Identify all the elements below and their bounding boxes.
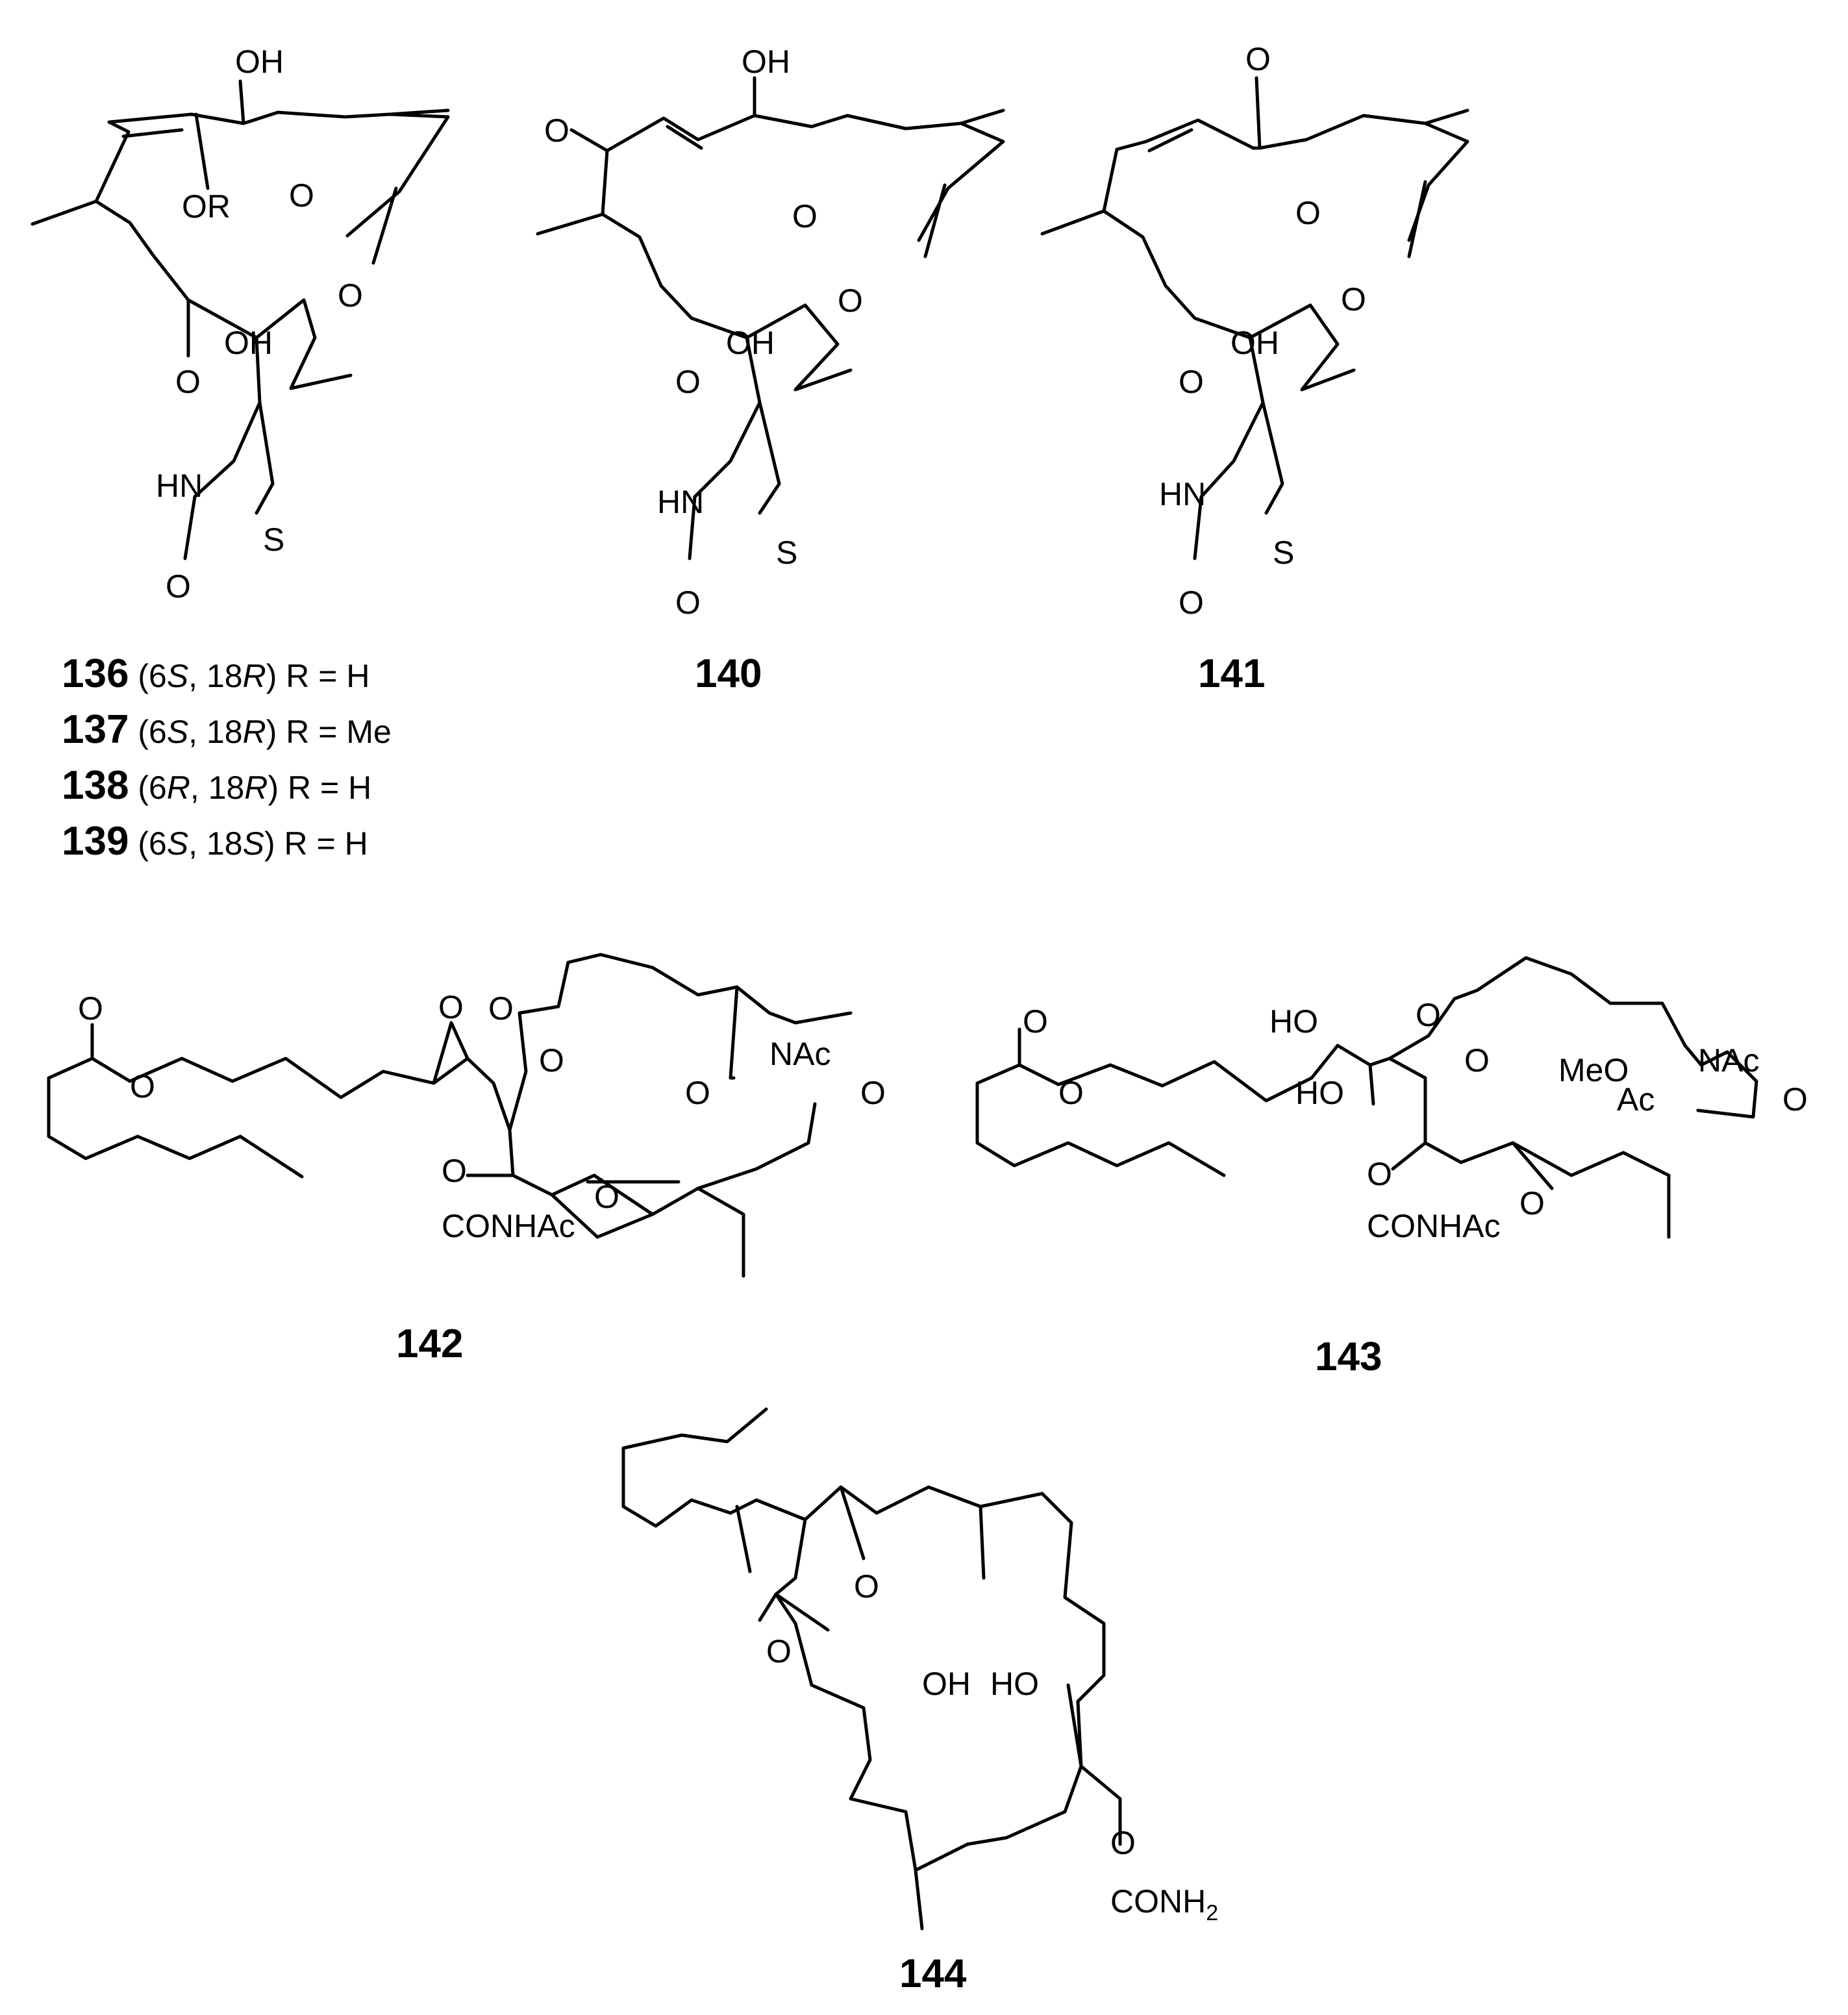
thiazolidinone-nh-label: HN xyxy=(156,468,203,504)
compound-id-143: 143 xyxy=(1315,1334,1382,1379)
ester-carbonyl-oxygen-label: O xyxy=(1023,1003,1048,1040)
pyran-oxygen-label: O xyxy=(175,364,201,400)
epoxide-oxygen-label: O xyxy=(438,989,464,1025)
lactone-oxygen-label: O xyxy=(1464,1042,1490,1079)
thiazolidinone-nh-label: HN xyxy=(657,484,704,520)
hydroxyl-label: OH xyxy=(235,44,284,80)
ester-oxygen-label: O xyxy=(1058,1075,1084,1111)
methoxy-label: MeO xyxy=(1558,1052,1629,1088)
caption-138: 138 (6R, 18R) R = H xyxy=(62,763,371,808)
compound-id-142: 142 xyxy=(396,1321,463,1366)
carbamate-group-label: CONHAc xyxy=(1367,1208,1501,1244)
compound-id: 139 xyxy=(62,819,129,864)
caption-139: 139 (6S, 18S) R = H xyxy=(62,819,368,864)
hydroxyl-label-2: HO xyxy=(990,1666,1039,1702)
ester-oxygen-label: O xyxy=(338,277,363,314)
or-group-label: OR xyxy=(182,188,231,225)
structure-144: O O OH HO O CONH2 xyxy=(621,1407,1218,1931)
compound-id: 136 xyxy=(62,651,129,696)
ester-carbonyl-oxygen-label: O xyxy=(792,198,818,234)
n-acetyl-label: NAc xyxy=(1698,1042,1759,1079)
pyran-oxygen-label: O xyxy=(675,364,701,400)
lactone-carbonyl-oxygen-label: O xyxy=(1416,997,1441,1033)
ester-oxygen-label: O xyxy=(130,1068,155,1105)
hemiketal-hydroxyl-label: OH xyxy=(1230,325,1279,361)
hydroxyl-label-1: HO xyxy=(1269,1003,1318,1040)
hemiketal-hydroxyl-label: OH xyxy=(726,325,775,361)
ketone-oxygen-label: O xyxy=(1245,41,1271,77)
thiazolidinone-sulfur-label: S xyxy=(1273,534,1294,571)
n-acetyl-label: NAc xyxy=(769,1036,830,1072)
compound-id-140: 140 xyxy=(695,651,762,696)
ester-carbonyl-oxygen-label: O xyxy=(78,990,103,1027)
carbamate-oxygen-label: O xyxy=(1367,1156,1392,1192)
structure-143: O O HO HO O O MeO Ac NAc O O CONHAc O xyxy=(975,956,1808,1244)
carbamate-oxygen-label: O xyxy=(1110,1825,1136,1861)
thiazolidinone-carbonyl-oxygen-label: O xyxy=(675,584,701,621)
carbamate-group-label: CONHAc xyxy=(442,1208,575,1244)
ester-oxygen-label: O xyxy=(1341,281,1366,318)
thiazolidinone-sulfur-label: S xyxy=(263,521,284,558)
svg-text:137 (6S, 18R) R = Me: 137 (6S, 18R) R = Me xyxy=(62,707,392,752)
compound-id-141: 141 xyxy=(1198,651,1265,696)
epoxide-oxygen-label-2: O xyxy=(594,1179,619,1215)
svg-text:138 (6R, 18R) R = H: 138 (6R, 18R) R = H xyxy=(62,763,371,808)
structure-140: OH O O OH O O HN S O xyxy=(536,44,1005,621)
compound-id: 138 xyxy=(62,763,129,808)
ester-carbonyl-oxygen-label: O xyxy=(289,177,314,214)
imide-oxygen-label-1: O xyxy=(685,1075,710,1111)
hydroxyl-label-2: HO xyxy=(1295,1075,1344,1111)
hydroxyl-label: OH xyxy=(742,44,790,80)
ester-carbonyl-oxygen-label: O xyxy=(1295,195,1321,231)
pyran-oxygen-label: O xyxy=(1179,364,1204,400)
lactone-carbonyl-oxygen-label: O xyxy=(766,1633,792,1670)
ketone-oxygen-label: O xyxy=(544,112,569,149)
lactone-oxygen-label: O xyxy=(539,1042,564,1079)
carbamate-group-label: CONH2 xyxy=(1110,1883,1218,1925)
caption-137: 137 (6S, 18R) R = Me xyxy=(62,707,392,752)
imide-oxygen-label: O xyxy=(1782,1081,1808,1118)
structure-142: O O O O O NAc O O O CONHAc O xyxy=(47,953,886,1278)
compound-id-144: 144 xyxy=(899,1951,967,1996)
compound-caption-list: 136 (6S, 18R) R = H 137 (6S, 18R) R = Me… xyxy=(62,651,392,864)
hemiketal-hydroxyl-label: OH xyxy=(224,325,273,361)
compound-id: 137 xyxy=(62,707,129,752)
acetyl-label: Ac xyxy=(1617,1081,1654,1118)
structure-141: O O OH O O HN S O xyxy=(1040,41,1469,621)
thiazolidinone-sulfur-label: S xyxy=(776,534,797,571)
structure-136-139: OH OR O OH O O HN S O xyxy=(31,44,450,605)
lactone-carbonyl-oxygen-label: O xyxy=(488,990,514,1027)
svg-text:136 (6S, 18R) R = H: 136 (6S, 18R) R = H xyxy=(62,651,369,696)
lactone-oxygen-label: O xyxy=(854,1568,879,1605)
carbamate-oxygen-label: O xyxy=(442,1153,467,1189)
thiazolidinone-nh-label: HN xyxy=(1159,476,1206,512)
ester-oxygen-label: O xyxy=(838,282,863,319)
caption-136: 136 (6S, 18R) R = H xyxy=(62,651,369,696)
hydroxyl-label-1: OH xyxy=(922,1666,971,1702)
thiazolidinone-carbonyl-oxygen-label: O xyxy=(166,568,191,605)
thiazolidinone-carbonyl-oxygen-label: O xyxy=(1179,584,1204,621)
imide-oxygen-label-2: O xyxy=(860,1075,886,1111)
epoxide-oxygen-label: O xyxy=(1519,1185,1545,1221)
svg-text:139 (6S, 18S) R = H: 139 (6S, 18S) R = H xyxy=(62,819,368,864)
